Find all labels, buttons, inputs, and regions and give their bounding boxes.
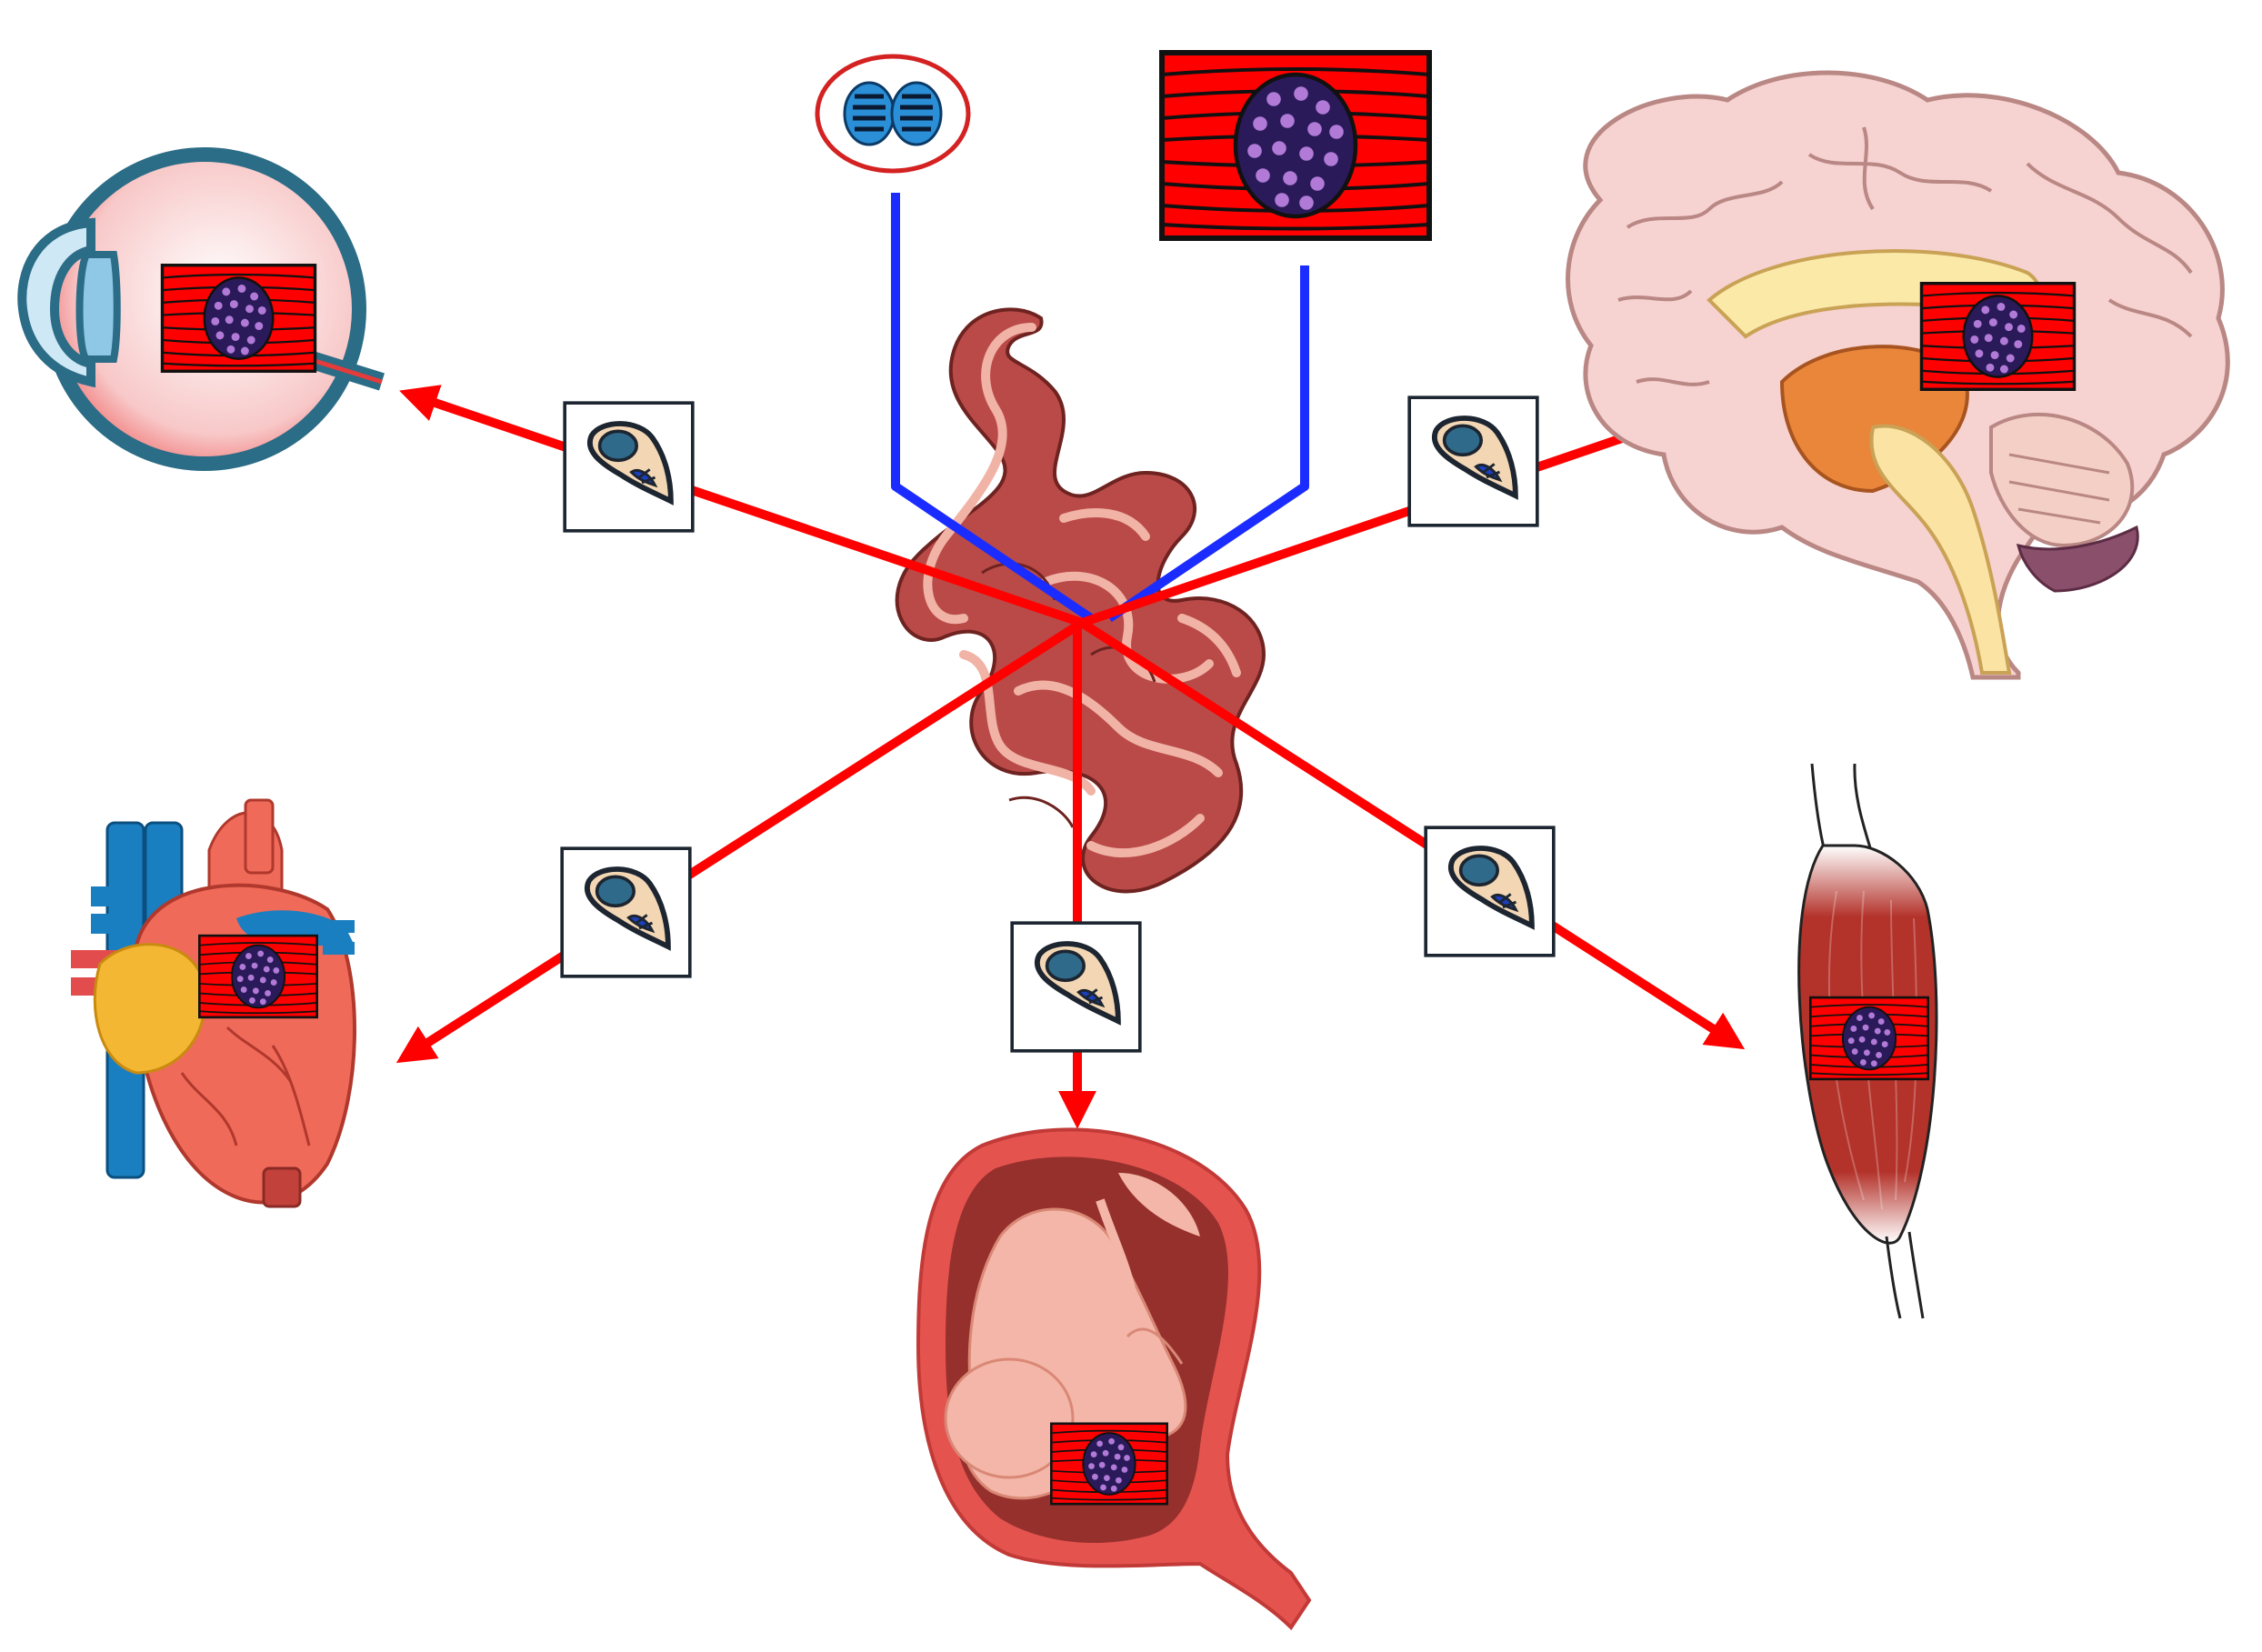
muscle-cell-icon <box>1050 1422 1168 1506</box>
skeletal-muscle-icon <box>1797 763 1938 1319</box>
muscle-cell-icon <box>198 934 318 1019</box>
small-intestine-icon <box>895 307 1266 894</box>
cell-vesicle-icon <box>1409 397 1537 526</box>
muscle-cell-icon <box>160 264 317 373</box>
heart-icon <box>71 798 356 1208</box>
muscle-cell-icon <box>1162 53 1429 238</box>
cell-vesicle-icon <box>1426 827 1554 956</box>
fetus-in-womb-icon <box>916 1127 1312 1631</box>
eye-icon <box>17 147 385 471</box>
mitochondria-icon <box>815 54 971 174</box>
source-line-mitochondria <box>891 193 1094 623</box>
cell-vesicle-icon <box>565 403 693 531</box>
brain-icon <box>1566 70 2230 680</box>
muscle-cell-icon <box>1809 996 1929 1081</box>
cell-vesicle-icon <box>1012 923 1140 1051</box>
arrow-to-eye <box>399 385 1084 627</box>
cell-vesicle-icon <box>562 848 690 976</box>
source-line-muscle-cell <box>1106 265 1309 623</box>
arrow-to-brain <box>1080 415 1674 627</box>
muscle-cell-icon <box>1919 282 2077 391</box>
arrow-to-heart <box>395 618 1085 1064</box>
arrow-to-muscle <box>1079 618 1746 1050</box>
